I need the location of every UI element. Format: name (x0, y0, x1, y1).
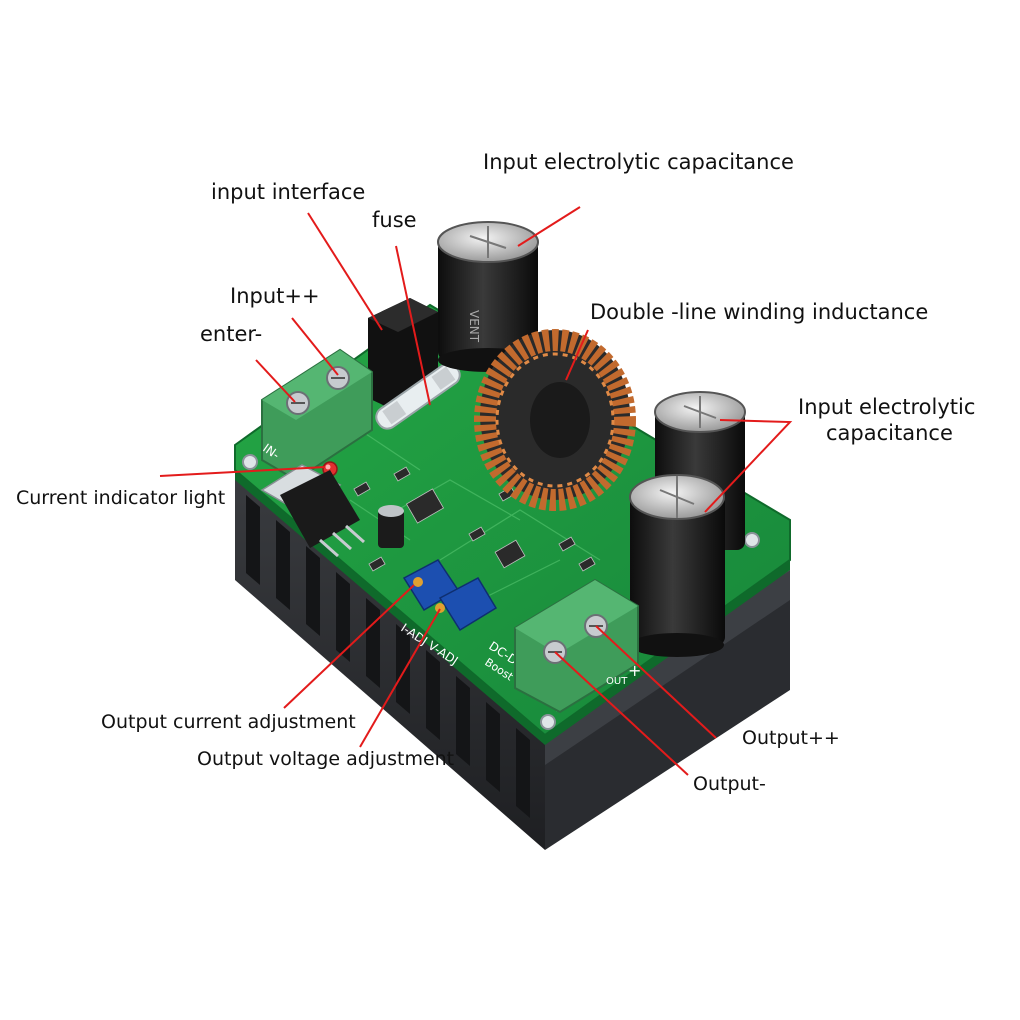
leader-voltage-adj (359, 608, 441, 748)
label-input-interface: input interface (211, 180, 366, 204)
cap-brand-text: VENT (467, 310, 481, 343)
leader-input-cap-top (517, 206, 581, 247)
output-voltage-potentiometer (435, 577, 498, 632)
label-current-adjustment: Output current adjustment (101, 711, 356, 733)
small-capacitor (378, 505, 404, 548)
label-input-plus: Input++ (230, 284, 320, 308)
leader-output-plus (595, 625, 717, 739)
label-enter-minus: enter- (200, 322, 263, 346)
leader-fuse (395, 245, 431, 406)
leader-output-minus (554, 651, 689, 776)
regulator-transistor (260, 464, 365, 558)
toroid-inductor (474, 329, 636, 511)
label-voltage-adjustment: Output voltage adjustment (197, 748, 455, 770)
label-input-capacitance-top: Input electrolytic capacitance (483, 150, 794, 174)
leader-inductor (565, 329, 589, 381)
label-indicator-light: Current indicator light (16, 487, 226, 509)
label-input-capacitance-right-line2: capacitance (826, 421, 953, 445)
leader-lines (159, 206, 793, 776)
input-terminal-block: IN- (260, 348, 373, 482)
input-capacitor-right-lower (629, 474, 725, 657)
label-output-minus: Output- (693, 773, 766, 795)
leader-indicator-light (159, 466, 326, 477)
fuse (375, 362, 461, 430)
heatsink (235, 470, 790, 850)
out-marking: OUT (606, 676, 628, 687)
leader-input-plus (291, 317, 339, 376)
label-output-plus: Output++ (742, 727, 840, 749)
leader-input-interface (307, 212, 383, 331)
output-terminal-block: OUT + (514, 578, 641, 714)
label-fuse: fuse (372, 208, 417, 232)
leader-enter-minus (255, 359, 296, 403)
label-inductor: Double -line winding inductance (590, 300, 929, 324)
leader-current-adj (283, 584, 415, 709)
leader-input-cap-right (704, 419, 793, 513)
plus-marking: + (628, 661, 641, 680)
label-input-capacitance-right-line1: Input electrolytic (798, 395, 976, 419)
